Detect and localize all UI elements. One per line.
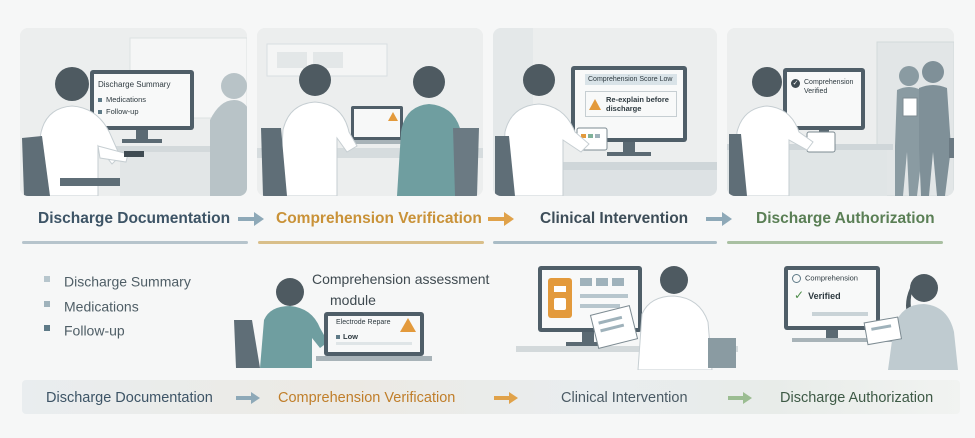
legend-swatch: [44, 276, 50, 283]
verified-status: Verified: [804, 88, 828, 95]
module-screen-header: Electrode Repare: [336, 319, 391, 326]
stage-underline: [727, 241, 943, 244]
alert-screen-text: Comprehension Score Low Re-explain befor…: [585, 74, 677, 117]
assessment-module-illustration: [234, 278, 432, 368]
check-circle-icon: ✓: [791, 79, 800, 88]
verified-row: ✓ Comprehension Verified: [791, 78, 859, 96]
legend-item-discharge-summary: Discharge Summary: [44, 272, 191, 290]
screen-item-medications: Medications: [98, 95, 188, 104]
bottom-verified-status: ✓Verified: [794, 288, 841, 302]
stage-underline: [258, 241, 484, 244]
stage-label-clinical-intervention: Clinical Intervention: [540, 210, 689, 227]
arrow-right-icon: [488, 212, 514, 226]
panel-clinical-intervention: Comprehension Score Low Re-explain befor…: [493, 28, 717, 196]
stage-underline: [493, 241, 717, 244]
arrow-right-icon: [706, 212, 732, 226]
bar-label-discharge-authorization: Discharge Authorization: [780, 390, 934, 406]
stage-label-discharge-documentation: Discharge Documentation: [38, 210, 231, 227]
arrow-right-icon: [494, 392, 518, 404]
intervention-illustration: [516, 266, 738, 370]
panel-discharge-authorization: ✓ Comprehension Verified: [727, 28, 954, 196]
bullet-icon: [98, 98, 102, 102]
stage-label-comprehension-verification: Comprehension Verification: [276, 210, 482, 227]
warning-icon: [589, 98, 601, 110]
monitor-screen-text: Discharge Summary Medications Follow-up: [98, 80, 188, 116]
bottom-verified-header: Comprehension: [792, 273, 858, 283]
module-title-line2: module: [330, 292, 376, 308]
screen-title: Discharge Summary: [98, 80, 171, 89]
stage-underline: [22, 241, 248, 244]
legend-swatch: [44, 301, 50, 308]
legend-item-follow-up: Follow-up: [44, 321, 125, 339]
alert-box: Re-explain before discharge: [585, 91, 677, 117]
screen-item-followup: Follow-up: [98, 107, 188, 116]
stage-label-discharge-authorization: Discharge Authorization: [756, 210, 935, 227]
bar-label-clinical-intervention: Clinical Intervention: [561, 390, 688, 406]
check-icon: ✓: [794, 288, 805, 302]
bar-label-discharge-documentation: Discharge Documentation: [46, 390, 213, 406]
process-bar: [22, 380, 960, 414]
module-title-line1: Comprehension assessment: [312, 271, 490, 287]
arrow-right-icon: [236, 392, 260, 404]
circle-icon: [792, 273, 801, 283]
panel-comprehension-verification: [257, 28, 483, 196]
verified-header: Comprehension: [804, 79, 854, 86]
arrow-right-icon: [238, 212, 264, 226]
bullet-icon: [98, 110, 102, 114]
alert-message: Re-explain before discharge: [606, 95, 669, 113]
authorization-illustration: [784, 266, 958, 370]
bullet-icon: [336, 335, 340, 339]
arrow-right-icon: [728, 392, 752, 404]
alert-title-bar: Comprehension Score Low: [585, 74, 677, 85]
bar-label-comprehension-verification: Comprehension Verification: [278, 390, 456, 406]
legend-item-medications: Medications: [44, 297, 139, 315]
panel-discharge-documentation: Discharge Summary Medications Follow-up: [20, 28, 247, 196]
verified-screen-text: ✓ Comprehension Verified: [791, 78, 859, 96]
legend-swatch: [44, 325, 50, 332]
module-screen-value: Low: [336, 332, 358, 341]
